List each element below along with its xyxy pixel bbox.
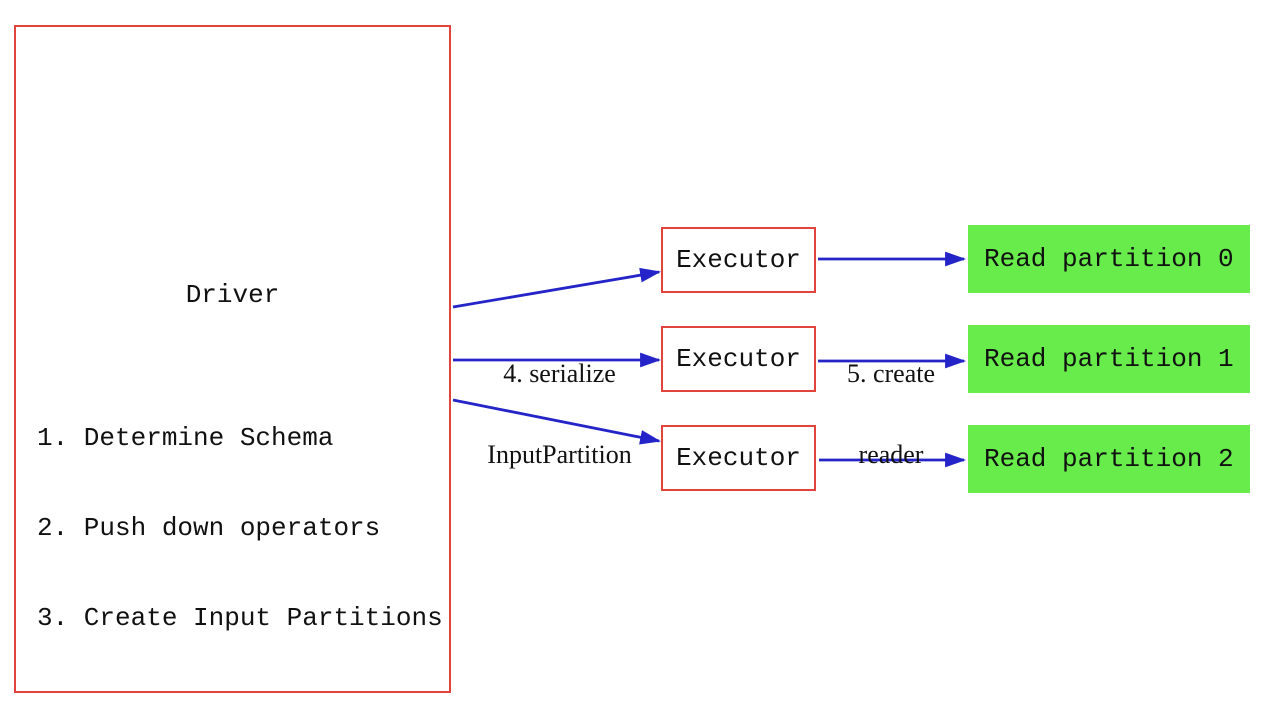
read-partition-label: Read partition 2 bbox=[984, 444, 1234, 474]
executor-box-3: Executor bbox=[661, 425, 816, 491]
executor-label: Executor bbox=[676, 344, 801, 374]
executor-label: Executor bbox=[676, 443, 801, 473]
edge-label-serialize-line2: InputPartition bbox=[487, 440, 632, 469]
edge-label-create-reader: 5. create reader bbox=[808, 306, 974, 522]
edge-label-serialize-inputpartition: 4. serialize InputPartition bbox=[452, 306, 667, 522]
driver-steps: 1. Determine Schema 2. Push down operato… bbox=[37, 363, 443, 693]
executor-box-1: Executor bbox=[661, 227, 816, 293]
executor-label: Executor bbox=[676, 245, 801, 275]
read-partition-label: Read partition 1 bbox=[984, 344, 1234, 374]
read-partition-box-2: Read partition 2 bbox=[968, 425, 1250, 493]
read-partition-label: Read partition 0 bbox=[984, 244, 1234, 274]
driver-box: Driver 1. Determine Schema 2. Push down … bbox=[14, 25, 451, 693]
read-partition-box-0: Read partition 0 bbox=[968, 225, 1250, 293]
edge-label-reader-line2: reader bbox=[858, 440, 924, 469]
driver-step-3: 3. Create Input Partitions bbox=[37, 603, 443, 633]
executor-box-2: Executor bbox=[661, 326, 816, 392]
edge-label-reader-line1: 5. create bbox=[846, 359, 936, 388]
driver-step-1: 1. Determine Schema bbox=[37, 423, 334, 453]
driver-step-2: 2. Push down operators bbox=[37, 513, 381, 543]
driver-title: Driver bbox=[185, 280, 280, 310]
edge-label-serialize-line1: 4. serialize bbox=[503, 359, 616, 388]
arrow-driver-to-executor-1 bbox=[452, 267, 662, 309]
read-partition-box-1: Read partition 1 bbox=[968, 325, 1250, 393]
